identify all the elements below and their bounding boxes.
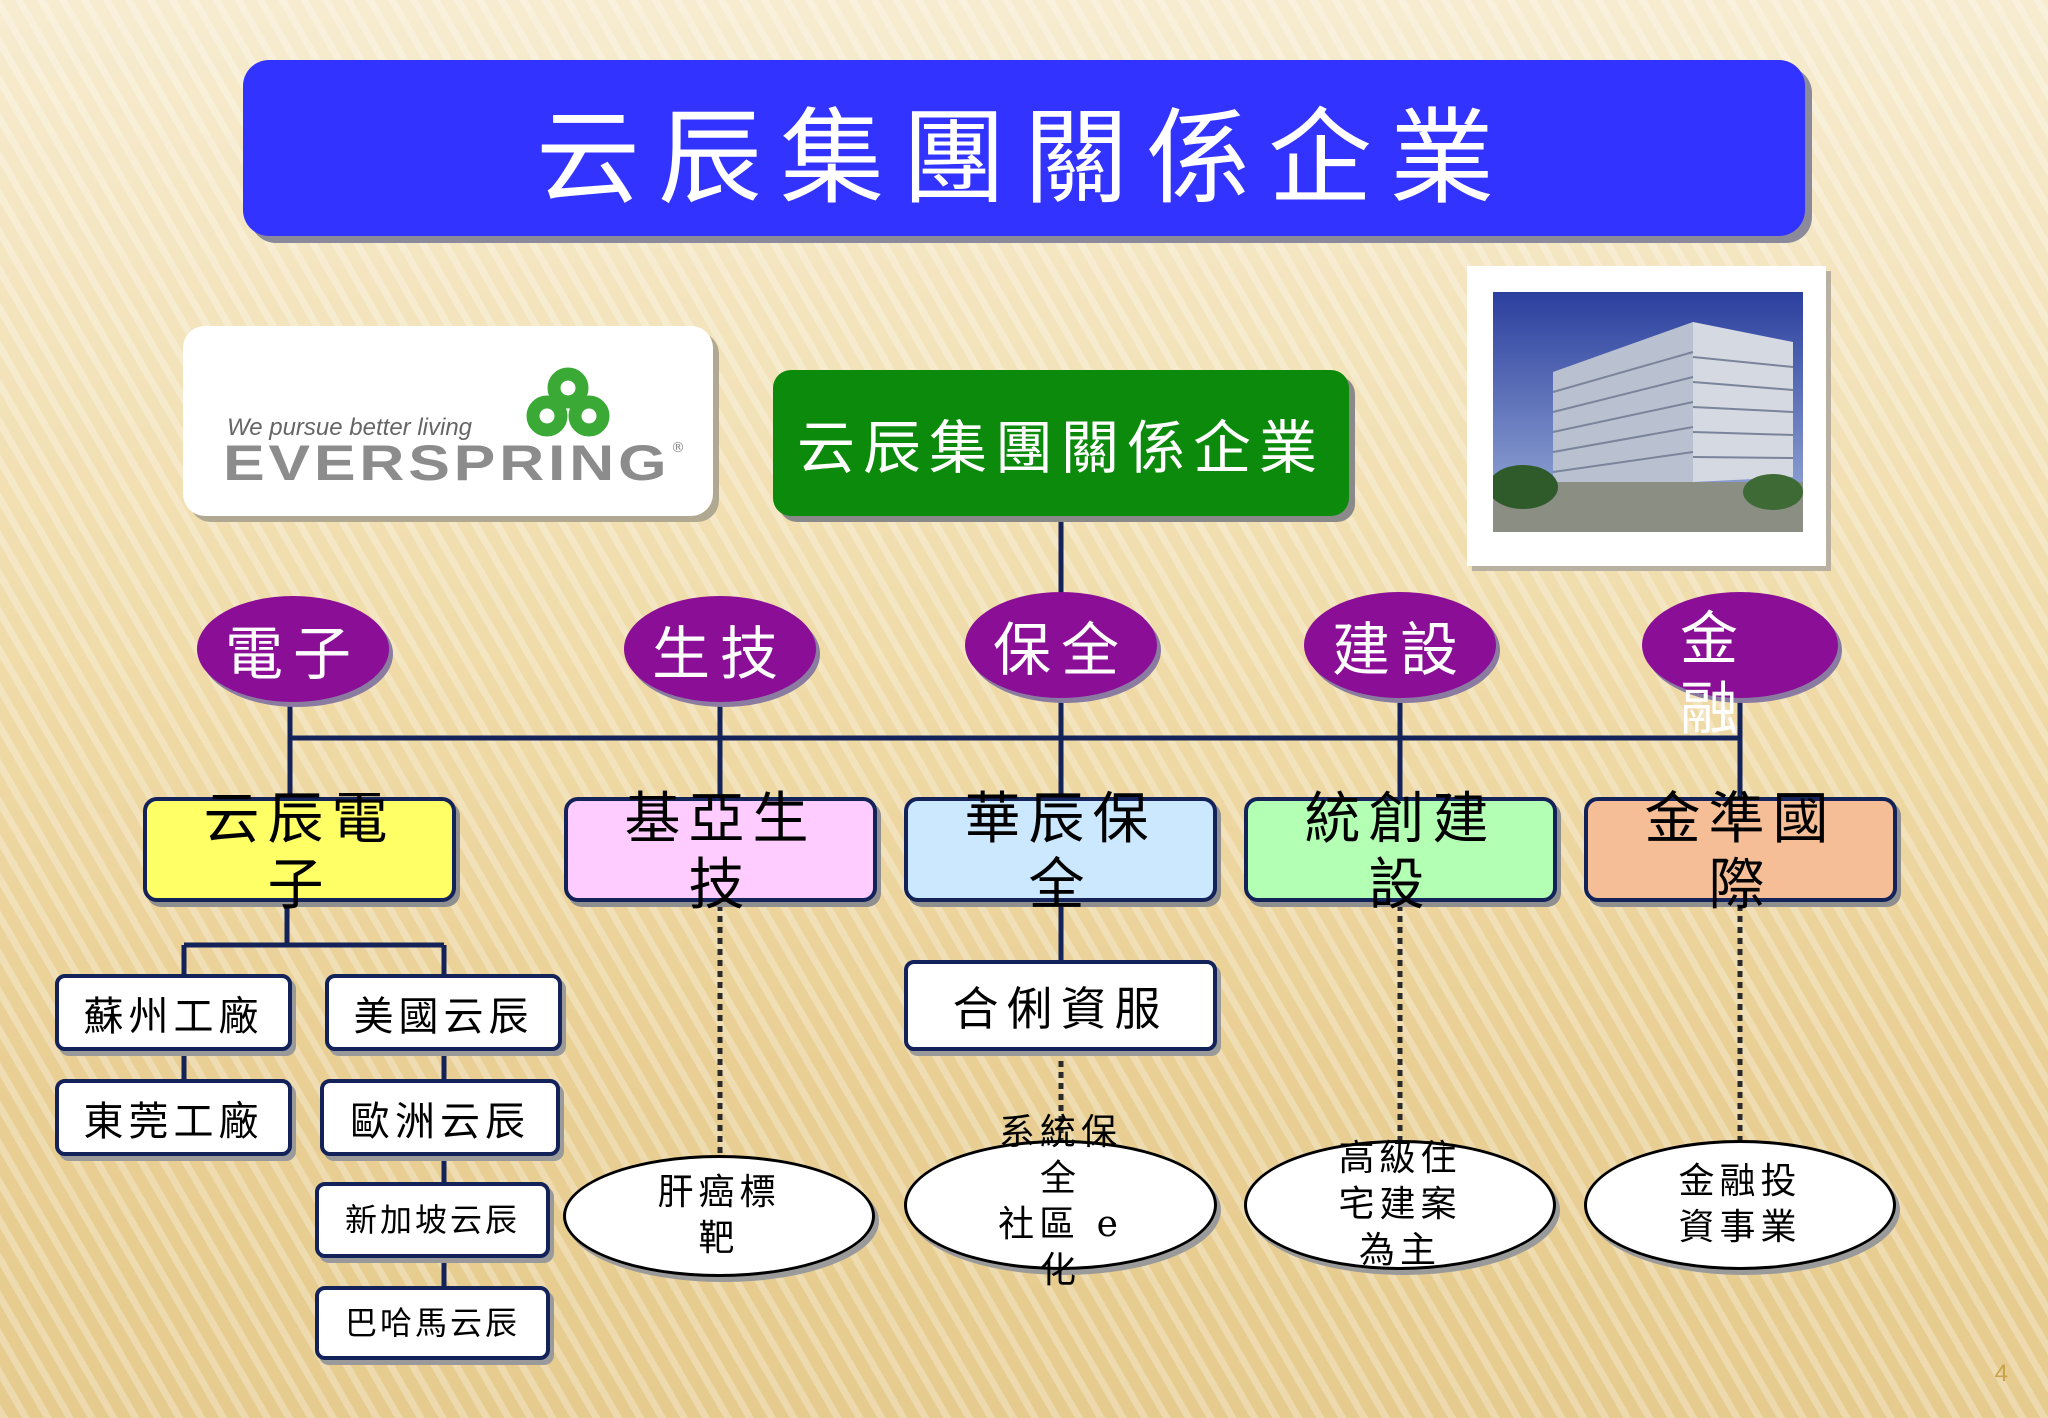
category-label: 金融	[1680, 605, 1749, 743]
company-label: 金準國際	[1644, 787, 1837, 918]
business-label: 系統保全 社區 e化	[998, 1112, 1123, 1291]
business-label: 肝癌標靶	[657, 1172, 781, 1259]
subsidiary-dongguan-factory: 東莞工廠	[55, 1079, 292, 1156]
subsidiary-label: 美國云辰	[353, 993, 534, 1040]
logo-tagline: We pursue better living	[227, 414, 473, 441]
clover-logo-icon	[526, 367, 610, 437]
building-image	[1493, 292, 1803, 532]
company-kiya-biotech: 基亞生技	[564, 787, 877, 918]
category-label: 電子	[224, 620, 361, 688]
root-label: 云辰集團關係企業	[796, 414, 1325, 482]
subsidiary-label: 東莞工廠	[83, 1098, 264, 1145]
subsidiary-label: 新加坡云辰	[344, 1201, 520, 1239]
category-electronics: 電子	[197, 596, 389, 702]
category-security: 保全	[965, 592, 1157, 698]
root-node: 云辰集團關係企業	[773, 370, 1349, 516]
company-jinzhun-international: 金準國際	[1584, 787, 1897, 918]
page-title: 云辰集團關係企業	[535, 96, 1512, 219]
business-financial-investment: 金融投資事業	[1584, 1140, 1896, 1270]
subsidiary-heli-services: 合俐資服	[904, 960, 1217, 1051]
subsidiary-everspring-usa: 美國云辰	[325, 974, 562, 1051]
company-label: 統創建設	[1304, 787, 1497, 918]
company-tongchuang-construction: 統創建設	[1244, 787, 1557, 918]
business-label: 高級住宅建案為主	[1338, 1138, 1462, 1271]
logo-brand: EVERSPRING	[223, 435, 671, 491]
subsidiary-everspring-singapore: 新加坡云辰	[315, 1182, 550, 1258]
subsidiary-label: 巴哈馬云辰	[344, 1304, 520, 1342]
category-label: 生技	[651, 620, 788, 688]
company-label: 基亞生技	[624, 787, 817, 918]
company-everspring-electronics: 云辰電子	[143, 787, 456, 918]
subsidiary-suzhou-factory: 蘇州工廠	[55, 974, 292, 1051]
logo-registered-mark: ®	[671, 440, 685, 456]
business-liver-cancer-targeting: 肝癌標靶	[563, 1155, 875, 1277]
subsidiary-label: 蘇州工廠	[83, 993, 264, 1040]
category-label: 建設	[1331, 616, 1468, 684]
building-photo	[1467, 266, 1826, 566]
subsidiary-label: 合俐資服	[952, 981, 1169, 1036]
title-banner: 云辰集團關係企業	[243, 60, 1805, 236]
business-label: 金融投資事業	[1678, 1161, 1802, 1248]
category-construction: 建設	[1304, 592, 1496, 698]
business-luxury-housing: 高級住宅建案為主	[1244, 1138, 1556, 1271]
everspring-logo-card: We pursue better living EVERSPRING ®	[183, 326, 713, 516]
category-biotech: 生技	[624, 596, 816, 702]
subsidiary-everspring-bahamas: 巴哈馬云辰	[315, 1286, 550, 1360]
company-label: 華辰保全	[964, 787, 1157, 918]
company-huachen-security: 華辰保全	[904, 787, 1217, 918]
category-finance: 金融	[1642, 592, 1838, 743]
subsidiary-label: 歐洲云辰	[350, 1098, 530, 1145]
category-label: 保全	[992, 616, 1129, 684]
page-number: 4	[1994, 1360, 2008, 1387]
company-label: 云辰電子	[203, 787, 396, 918]
subsidiary-everspring-europe: 歐洲云辰	[320, 1079, 560, 1156]
business-security-systems: 系統保全 社區 e化	[904, 1112, 1217, 1291]
